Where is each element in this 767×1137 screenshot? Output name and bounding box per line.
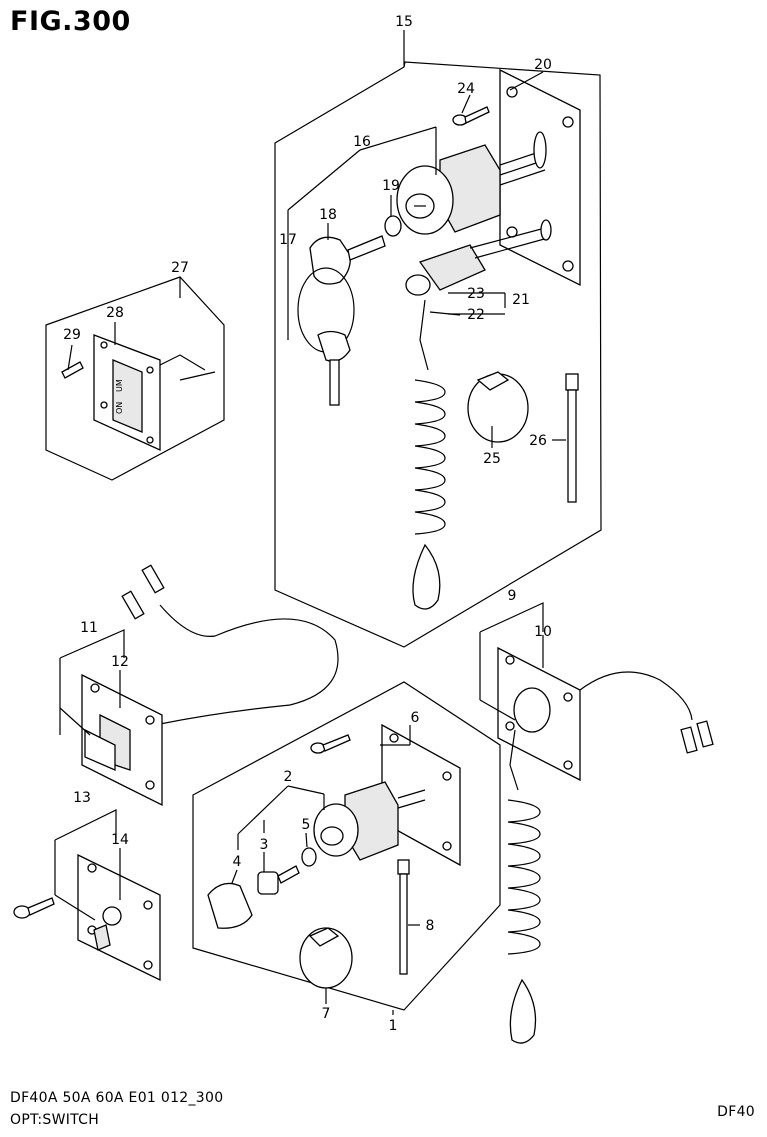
callout-8: 8: [426, 918, 435, 934]
callout-6: 6: [411, 710, 420, 726]
callout-17: 17: [279, 232, 297, 248]
stop-switch-10: [497, 646, 714, 782]
callout-5: 5: [302, 817, 311, 833]
leader-lines: [54, 71, 566, 1004]
callouts: 15 20 24 16 19 18 17 23 21 22 27 28 29 2…: [63, 14, 552, 1034]
switch-label-um: UM: [115, 379, 124, 392]
callout-20: 20: [534, 57, 552, 73]
callout-25: 25: [483, 451, 501, 467]
callout-23: 23: [467, 286, 485, 302]
coiled-lanyard-9: [507, 729, 541, 1044]
group-27-frame: [45, 276, 225, 481]
page-code: DF40: [717, 1104, 755, 1120]
callout-12: 12: [111, 654, 129, 670]
callout-3: 3: [260, 837, 269, 853]
callout-14: 14: [111, 832, 129, 848]
wire-harness: [121, 564, 339, 725]
callout-21: 21: [512, 292, 530, 308]
screw-1: [310, 734, 351, 754]
screw-29: [61, 361, 84, 379]
callout-7: 7: [322, 1006, 331, 1022]
key-cover-4: [207, 882, 253, 929]
group-11-frame: [59, 629, 125, 735]
key-18-ring-17: [297, 235, 386, 406]
callout-28: 28: [106, 305, 124, 321]
key-switch-2: [313, 781, 426, 861]
key-switch-16: [396, 131, 547, 235]
callout-2: 2: [284, 769, 293, 785]
cap-19: [384, 215, 402, 237]
callout-29: 29: [63, 327, 81, 343]
callout-19: 19: [382, 178, 400, 194]
section-title: OPT:SWITCH: [10, 1112, 100, 1128]
cable-tie-8: [397, 859, 410, 975]
callout-26: 26: [529, 433, 547, 449]
switch-12: [81, 673, 163, 807]
callout-11: 11: [80, 620, 98, 636]
figure-title: FIG.300: [10, 6, 131, 37]
group-9-frame: [479, 602, 544, 700]
callout-15: 15: [395, 14, 413, 30]
callout-24: 24: [457, 81, 475, 97]
callout-10: 10: [534, 624, 552, 640]
callout-9: 9: [508, 588, 517, 604]
screw-24: [452, 106, 490, 126]
coiled-lanyard-15: [412, 299, 446, 610]
callout-1: 1: [389, 1018, 398, 1034]
cap-5: [301, 847, 317, 867]
cover-cap-25: [467, 371, 529, 443]
toggle-switch-28: UM ON: [93, 334, 216, 452]
model-line: DF40A 50A 60A E01 012_300: [10, 1090, 224, 1106]
switch-label-on: ON: [115, 402, 124, 414]
stop-switch-21: [405, 219, 552, 296]
callout-18: 18: [319, 207, 337, 223]
key-3: [257, 865, 300, 895]
cable-tie-26: [565, 373, 579, 503]
screw-13: [13, 897, 55, 919]
callout-13: 13: [73, 790, 91, 806]
group-13-frame: [54, 809, 117, 895]
callout-22: 22: [467, 307, 485, 323]
callout-16: 16: [353, 134, 371, 150]
group-1-frame: [192, 681, 501, 1015]
callout-27: 27: [171, 260, 189, 276]
group-15-frame: [274, 30, 602, 648]
mount-plate-20: [499, 68, 581, 287]
cover-cap-7: [299, 927, 353, 989]
callout-4: 4: [233, 854, 242, 870]
switch-14: [77, 853, 161, 982]
